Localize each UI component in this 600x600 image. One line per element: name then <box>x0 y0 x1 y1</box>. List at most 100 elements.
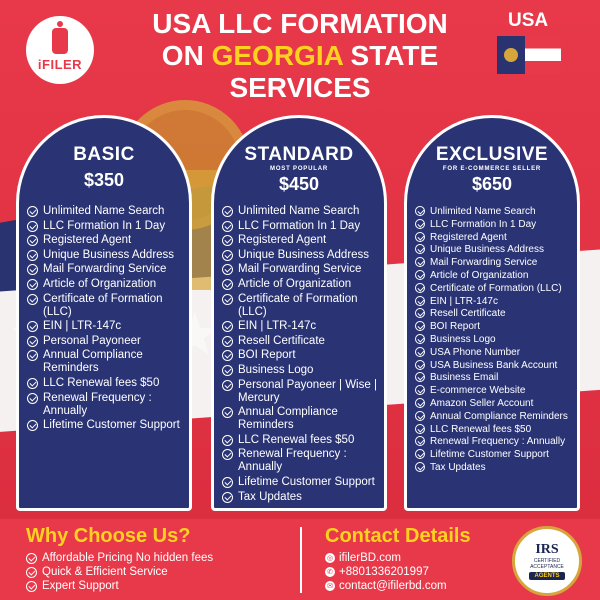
feature-label: Amazon Seller Account <box>430 397 534 409</box>
check-circle-icon <box>415 321 425 332</box>
feature-label: Personal Payoneer | Wise | Mercury <box>238 378 377 404</box>
check-circle-icon <box>26 552 37 564</box>
feature-label: BOI Report <box>430 321 481 333</box>
feature-item: Business Email <box>415 372 571 383</box>
check-circle-icon <box>415 423 425 434</box>
feature-item: Amazon Seller Account <box>415 397 571 409</box>
irs-badge-ribbon: AGENTS <box>529 572 565 580</box>
feature-item: Annual Compliance Reminders <box>222 406 378 432</box>
feature-item: E-commerce Website <box>415 385 571 396</box>
feature-item: Tax Updates <box>415 461 571 473</box>
check-circle-icon <box>415 244 425 255</box>
feature-item: Business Logo <box>222 364 378 377</box>
plan-tag: FOR E-COMMERCE SELLER <box>442 166 542 172</box>
feature-label: Tax Updates <box>238 490 302 503</box>
brand-name: iFILER <box>37 57 83 72</box>
check-circle-icon <box>222 235 233 247</box>
feature-label: Mail Forwarding Service <box>430 257 538 269</box>
feature-label: EIN | LTR-147c <box>238 320 317 333</box>
feature-item: Article of Organization <box>27 278 183 291</box>
check-circle-icon <box>26 580 37 592</box>
feature-label: Unique Business Address <box>43 248 175 261</box>
feature-label: Certificate of Formation (LLC) <box>238 292 358 318</box>
check-circle-icon <box>415 461 425 472</box>
page-title: USA LLC FORMATION ON GEORGIA STATE SERVI… <box>110 8 490 104</box>
title-state: STATE <box>342 40 439 71</box>
feature-item: Certificate of Formation (LLC) <box>27 293 183 319</box>
title-highlight: GEORGIA <box>211 40 343 71</box>
check-circle-icon <box>27 220 38 232</box>
flag-canton <box>497 36 525 74</box>
feature-label: Business Logo <box>238 363 314 376</box>
feature-label: Lifetime Customer Support <box>430 449 549 461</box>
ifiler-logo[interactable]: iFILER <box>26 16 94 84</box>
footer: Why Choose Us? Affordable Pricing No hid… <box>0 519 600 600</box>
feature-label: Lifetime Customer Support <box>43 419 180 432</box>
plan-name: EXCLUSIVE <box>435 144 549 165</box>
contact-item-text: contact@ifilerbd.com <box>339 580 447 592</box>
feature-label: Article of Organization <box>238 277 352 290</box>
check-circle-icon <box>222 364 233 376</box>
check-circle-icon <box>415 449 425 460</box>
check-circle-icon <box>222 220 233 232</box>
contact-item[interactable]: ◎ifilerBD.com <box>325 551 447 565</box>
check-circle-icon <box>27 321 38 333</box>
email-icon: ✉ <box>325 581 335 591</box>
title-on: ON <box>161 40 212 71</box>
feature-label: Business Logo <box>430 333 496 345</box>
ifiler-logo-mark <box>52 21 68 54</box>
feature-item: Registered Agent <box>222 234 378 247</box>
check-circle-icon <box>222 206 233 217</box>
check-circle-icon <box>222 293 233 305</box>
plan-card-exclusive[interactable]: EXCLUSIVE FOR E-COMMERCE SELLER $650 Unl… <box>404 115 580 511</box>
why-title: Why Choose Us? <box>26 525 191 547</box>
feature-item: Mail Forwarding Service <box>415 257 571 268</box>
contact-item[interactable]: ✉ contact@ifilerbd.com <box>325 579 447 593</box>
feature-item: Article of Organization <box>222 278 378 291</box>
feature-item: Unlimited Name Search <box>222 205 378 218</box>
feature-item: Personal Payoneer | Wise | Mercury <box>222 379 378 405</box>
check-circle-icon <box>26 566 37 578</box>
plan-name: BASIC <box>73 144 135 165</box>
feature-item: USA Phone Number <box>415 346 571 358</box>
feature-item: Tax Updates <box>222 491 378 504</box>
contact-list: ◎ifilerBD.com✆+8801336201997 ✉ contact@ifi… <box>325 551 447 593</box>
check-circle-icon <box>415 231 425 242</box>
check-circle-icon <box>27 249 38 261</box>
feature-item: Renewal Frequency : Annually <box>222 448 378 474</box>
check-circle-icon <box>27 235 38 247</box>
feature-label: Unlimited Name Search <box>43 205 165 217</box>
feature-label: Unlimited Name Search <box>238 205 360 217</box>
feature-item: Unique Business Address <box>222 249 378 262</box>
check-circle-icon <box>415 269 425 280</box>
feature-item: Registered Agent <box>27 234 183 247</box>
feature-label: EIN | LTR-147c <box>430 295 498 307</box>
feature-label: Article of Organization <box>430 269 529 281</box>
feature-label: Unique Business Address <box>430 244 544 256</box>
contact-item[interactable]: ✆+8801336201997 <box>325 565 447 579</box>
check-circle-icon <box>222 264 233 276</box>
feature-label: EIN | LTR-147c <box>43 320 122 333</box>
check-circle-icon <box>222 449 233 461</box>
title-line-3: SERVICES <box>229 72 371 103</box>
feature-item: Certificate of Formation (LLC) <box>415 282 571 294</box>
feature-label: Certificate of Formation (LLC) <box>43 292 163 318</box>
feature-item: BOI Report <box>415 321 571 332</box>
feature-label: Registered Agent <box>430 231 507 243</box>
plan-card-standard[interactable]: STANDARD MOST POPULAR $450 Unlimited Nam… <box>211 115 387 511</box>
feature-label: Annual Compliance Reminders <box>430 410 568 422</box>
feature-item: Mail Forwarding Service <box>27 263 183 276</box>
feature-item: LLC Renewal fees $50 <box>27 377 183 390</box>
feature-label: Registered Agent <box>238 234 327 247</box>
check-circle-icon <box>222 491 233 503</box>
title-line-1: USA LLC FORMATION <box>152 8 448 39</box>
feature-item: Resell Certificate <box>415 308 571 319</box>
why-item: Expert Support <box>26 579 213 593</box>
feature-label: LLC Formation In 1 Day <box>43 219 166 232</box>
country-label: USA <box>508 10 549 31</box>
feature-item: Lifetime Customer Support <box>415 449 571 460</box>
feature-label: Registered Agent <box>43 234 132 247</box>
irs-logo: IRS <box>535 542 559 557</box>
